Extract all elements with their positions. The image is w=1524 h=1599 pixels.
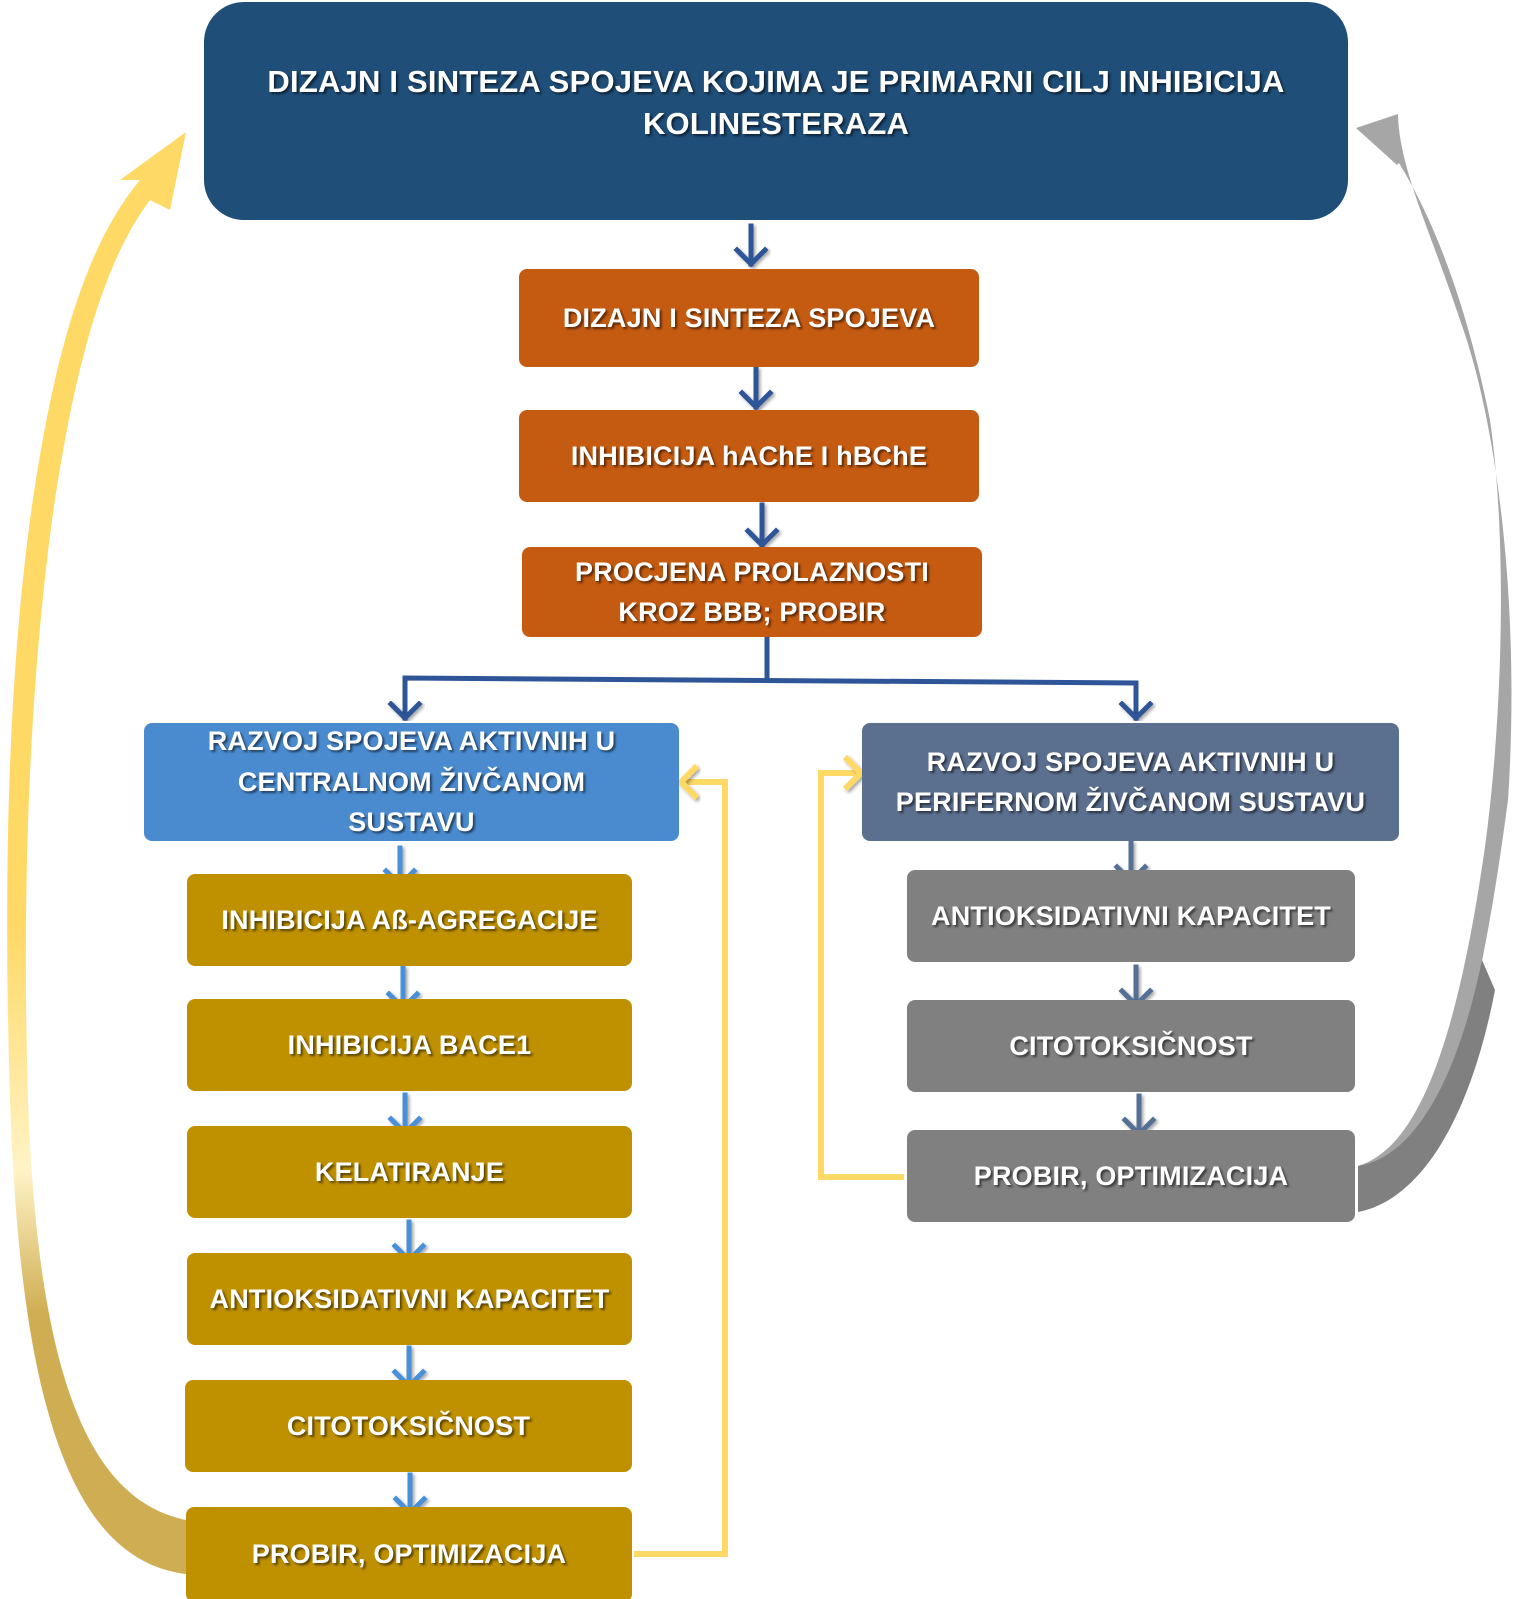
step-label: PROBIR, OPTIMIZACIJA	[973, 1160, 1289, 1191]
arrow-to-pns-header	[1118, 700, 1154, 722]
cns-step-screening-optimization: PROBIR, OPTIMIZACIJA	[186, 1507, 632, 1599]
step-label: INHIBICIJA hAChE I hBChE	[570, 440, 928, 471]
arrow-top-to-design	[733, 223, 769, 268]
top-goal-label: DIZAJN I SINTEZA SPOJEVA KOJIMA JE PRIMA…	[267, 64, 1285, 141]
step-label: ANTIOKSIDATIVNI KAPACITET	[931, 900, 1331, 931]
branch-split-connector	[402, 635, 1139, 721]
pns-feedback-loop-base	[1358, 960, 1495, 1212]
cns-step-antioxidant: ANTIOKSIDATIVNI KAPACITET	[187, 1253, 632, 1345]
pns-step-cytotoxicity: CITOTOKSIČNOST	[907, 1000, 1355, 1092]
pns-branch-header: RAZVOJ SPOJEVA AKTIVNIH U PERIFERNOM ŽIV…	[862, 723, 1399, 841]
pns-feedback-loop-arrow	[1356, 114, 1512, 1210]
arrow-design-to-inhibition	[738, 366, 774, 411]
cns-feedback-loop-arrow	[7, 132, 187, 1574]
pns-header-label: RAZVOJ SPOJEVA AKTIVNIH U PERIFERNOM ŽIV…	[895, 746, 1366, 818]
top-goal-box: DIZAJN I SINTEZA SPOJEVA KOJIMA JE PRIMA…	[204, 2, 1348, 220]
step-label: DIZAJN I SINTEZA SPOJEVA	[562, 302, 936, 333]
cns-step-abeta-aggregation: INHIBICIJA Aß-AGREGACIJE	[187, 874, 632, 966]
cns-branch-header: RAZVOJ SPOJEVA AKTIVNIH U CENTRALNOM ŽIV…	[144, 723, 679, 841]
step-label: KELATIRANJE	[314, 1156, 505, 1187]
trunk-arrows	[387, 223, 1154, 722]
step-label: INHIBICIJA Aß-AGREGACIJE	[221, 904, 598, 935]
arrow-to-cns-header	[387, 700, 423, 722]
pns-step-screening-optimization: PROBIR, OPTIMIZACIJA	[907, 1130, 1355, 1222]
cns-header-label: RAZVOJ SPOJEVA AKTIVNIH U CENTRALNOM ŽIV…	[207, 726, 616, 838]
pns-local-feedback-arrow	[818, 754, 904, 1180]
step-label: PROCJENA PROLAZNOSTI KROZ BBB; PROBIR	[574, 556, 930, 628]
cns-step-cytotoxicity: CITOTOKSIČNOST	[185, 1380, 632, 1472]
arrow-pns-3	[1121, 1093, 1157, 1138]
step-label: CITOTOKSIČNOST	[286, 1410, 531, 1441]
cns-step-chelation: KELATIRANJE	[187, 1126, 632, 1218]
step-label: PROBIR, OPTIMIZACIJA	[251, 1539, 567, 1570]
step-label: CITOTOKSIČNOST	[1009, 1030, 1253, 1061]
step-label: ANTIOKSIDATIVNI KAPACITET	[209, 1283, 610, 1314]
step-label: INHIBICIJA BACE1	[287, 1029, 532, 1060]
cns-step-bace1-inhibition: INHIBICIJA BACE1	[187, 999, 632, 1091]
step-design-synthesis: DIZAJN I SINTEZA SPOJEVA	[519, 269, 979, 367]
cns-local-feedback-arrow	[634, 763, 728, 1557]
step-bbb-permeability: PROCJENA PROLAZNOSTI KROZ BBB; PROBIR	[522, 547, 982, 637]
step-cholinesterase-inhibition: INHIBICIJA hAChE I hBChE	[519, 410, 979, 502]
arrow-inhibition-to-bbb	[744, 502, 780, 549]
pns-step-antioxidant: ANTIOKSIDATIVNI KAPACITET	[907, 870, 1355, 962]
